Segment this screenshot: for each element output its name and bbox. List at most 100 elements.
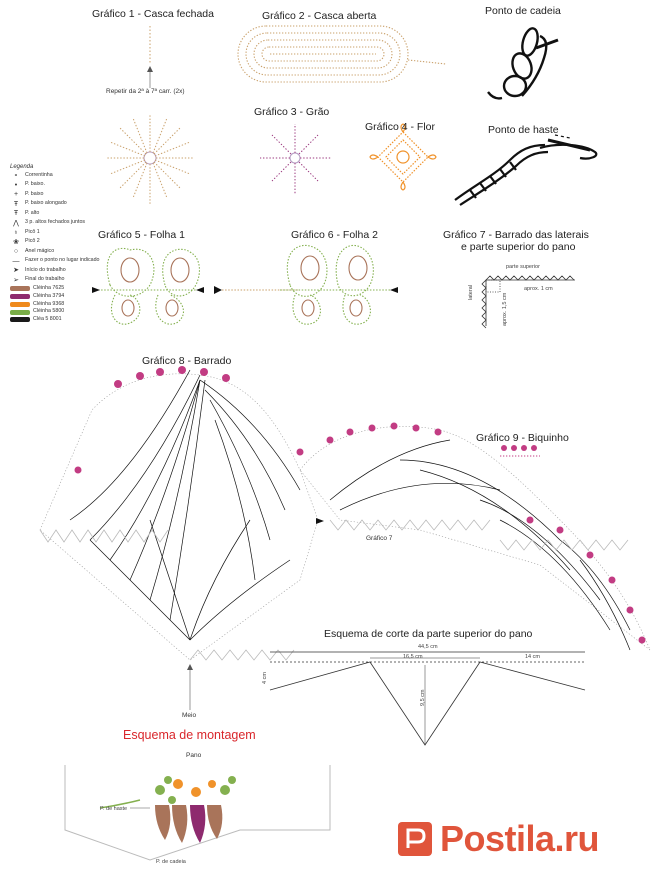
brand-text: Postila.ru	[440, 818, 600, 859]
legend-symbol-icon: Ŧ	[13, 210, 19, 217]
label-lateral: lateral	[468, 285, 474, 300]
legend-color-item: Cléinha 3794	[10, 292, 102, 299]
grafico6-leaf2	[222, 244, 390, 325]
legend-item: + P. baixo	[10, 191, 102, 198]
grafico8-border	[39, 366, 651, 710]
label-meio: Meio	[182, 712, 197, 719]
grafico7-corner	[481, 275, 575, 329]
label-aprox-1: aprox. 1 cm	[524, 286, 553, 292]
color-swatch	[10, 286, 30, 292]
legend-item-label: Picô 1	[25, 228, 40, 235]
title-grafico7-line2: e parte superior do pano	[461, 241, 576, 253]
legend-item-label: P. baixo	[25, 190, 44, 197]
title-grafico9: Gráfico 9 - Biquinho	[476, 432, 569, 444]
grafico3-grain	[260, 124, 332, 194]
legend-color-item: Cléinha 7625	[10, 285, 102, 292]
ponto-cadeia-illustration	[487, 27, 559, 100]
grafico2-oval	[237, 25, 447, 83]
legend-symbol-icon: ⋀	[13, 219, 19, 227]
legend-item-label: P. alto	[25, 209, 40, 216]
dim-a: 16,5 cm	[403, 654, 423, 660]
title-ponto-haste: Ponto de haste	[488, 124, 559, 136]
grafico4-flower	[369, 123, 437, 191]
legend-item-label: Início do trabalho	[25, 266, 66, 273]
dim-v: 9,5 cm	[420, 689, 426, 706]
dim-h: 4 cm	[262, 672, 268, 684]
dim-b: 14 cm	[525, 654, 540, 660]
legend-item-label: P. baixo alongado	[25, 200, 67, 207]
title-grafico4: Gráfico 4 - Flor	[365, 121, 436, 133]
legend-symbol-icon: ➤	[13, 267, 19, 274]
legend-item: Ŧ P. baixo alongado	[10, 201, 102, 208]
title-ponto-cadeia: Ponto de cadeia	[485, 5, 561, 17]
repeat-note: Repetir da 2ª à 7ª carr. (2x)	[106, 88, 185, 95]
title-esquema-montagem: Esquema de montagem	[123, 728, 256, 742]
legend-item: — Fazer o ponto no lugar indicado	[10, 258, 102, 265]
legend-symbol-icon: •	[14, 181, 18, 189]
legend-color-label: Cléa 5 8001	[33, 316, 62, 323]
legend-item: • P. baixo.	[10, 182, 102, 189]
title-grafico5: Gráfico 5 - Folha 1	[98, 229, 185, 241]
legend-symbol-icon: ➢	[13, 276, 19, 284]
legend-color-label: Cléinha 5800	[33, 308, 65, 315]
legend-title: Legenda	[10, 164, 34, 170]
legend-item-label: Fazer o ponto no lugar indicado	[25, 257, 100, 264]
label-grafico7: Gráfico 7	[366, 535, 393, 542]
title-esquema-corte: Esquema de corte da parte superior do pa…	[324, 628, 533, 640]
legend-color-label: Cléinha 3794	[33, 292, 65, 299]
title-grafico6: Gráfico 6 - Folha 2	[291, 229, 378, 241]
title-grafico7-line1: Gráfico 7 - Barrado das laterais	[443, 229, 589, 241]
color-swatch	[10, 317, 30, 323]
legend-item: ∘ Correntinha	[10, 172, 102, 179]
label-p-haste: P. de haste	[100, 806, 128, 812]
start-marker	[92, 287, 100, 293]
legend-color-label: Cléinha 9368	[33, 300, 65, 307]
grafico1-radial	[106, 114, 194, 204]
legend-item: Ŧ P. alto	[10, 210, 102, 217]
end-marker	[196, 287, 204, 293]
legend-symbol-icon: Ŧ	[13, 200, 19, 208]
legend-item: ⋀ 3 p. altos fechados juntos	[10, 220, 102, 227]
grafico5-leaf1	[98, 247, 200, 325]
legend-item: ❀ Picô 2	[10, 239, 102, 246]
legend-color-item: Cléa 5 8001	[10, 316, 102, 323]
title-grafico3: Gráfico 3 - Grão	[254, 106, 330, 118]
esquema-corte	[269, 651, 586, 746]
color-swatch	[10, 293, 30, 299]
legend-item-label: Picô 2	[25, 238, 40, 245]
title-grafico1: Gráfico 1 - Casca fechada	[92, 8, 214, 20]
legend-item: ○ Anel mágico	[10, 248, 102, 255]
legend-symbol-icon: ❀	[13, 238, 19, 246]
legend-symbol-icon: ○	[13, 248, 19, 255]
esquema-montagem	[64, 765, 331, 861]
title-grafico2: Gráfico 2 - Casca aberta	[262, 10, 377, 22]
label-aprox-15: aprox. 1,5 cm	[502, 292, 508, 326]
legend-item-label: P. baixo.	[25, 181, 45, 188]
legend-symbol-icon: +	[13, 191, 19, 198]
legend-symbol-icon: ∘	[13, 172, 19, 179]
ponto-haste-illustration	[454, 134, 598, 206]
legend-item-label: Final do trabalho	[25, 276, 65, 283]
legend-symbol-icon: ♁	[13, 229, 19, 236]
color-swatch	[10, 309, 30, 315]
legend-color-item: Cléinha 9368	[10, 300, 102, 307]
legend-item: ➤ Início do trabalho	[10, 267, 102, 274]
legend-item-label: 3 p. altos fechados juntos	[25, 219, 86, 226]
label-p-cadeia: P. de cadeia	[156, 859, 186, 865]
legend-symbol-icon: —	[12, 257, 20, 265]
dim-total: 44,5 cm	[418, 644, 438, 650]
legend-item-label: Correntinha	[25, 171, 53, 178]
legend-item-label: Anel mágico	[25, 247, 55, 254]
grafico9-biquinho	[500, 445, 540, 457]
label-parte-superior: parte superior	[506, 264, 540, 270]
legend-item: ♁ Picô 1	[10, 229, 102, 236]
legend-color-label: Cléinha 7625	[33, 285, 65, 291]
title-grafico8: Gráfico 8 - Barrado	[142, 355, 232, 367]
color-swatch	[10, 301, 30, 307]
brand-logo-icon	[398, 822, 432, 856]
label-pano: Pano	[186, 752, 202, 759]
legend-item: ➢ Final do trabalho	[10, 277, 102, 284]
legend-color-item: Cléinha 5800	[10, 308, 102, 315]
